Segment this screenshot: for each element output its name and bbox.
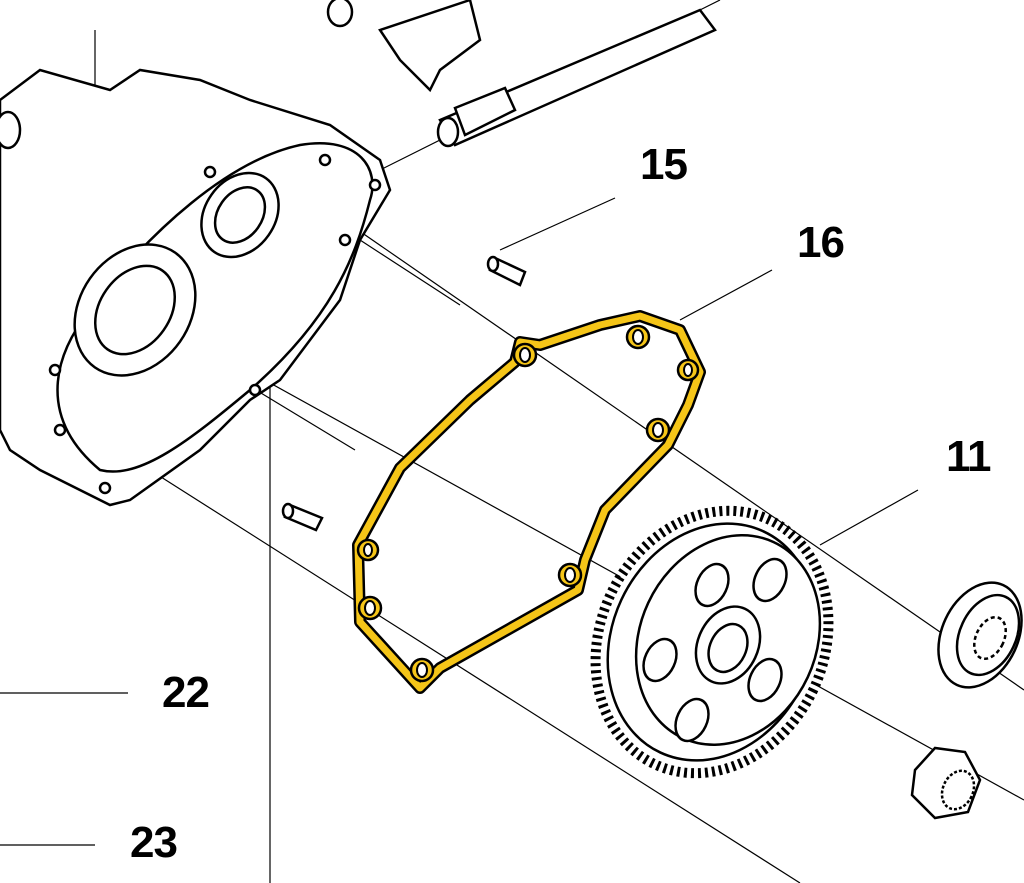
callout-16[interactable]: 16 bbox=[797, 218, 845, 267]
gasket-16[interactable] bbox=[352, 310, 706, 694]
callout-22[interactable]: 22 bbox=[162, 668, 210, 717]
callout-23[interactable]: 23 bbox=[130, 818, 178, 867]
gear-11[interactable] bbox=[553, 472, 870, 811]
dowel-pin-15[interactable] bbox=[486, 255, 527, 287]
crankcase-housing bbox=[0, 68, 392, 507]
nut[interactable] bbox=[910, 746, 982, 820]
shaft-assembly bbox=[326, 0, 717, 148]
bearing[interactable] bbox=[922, 569, 1024, 701]
dowel-pin[interactable] bbox=[281, 502, 324, 532]
callout-15[interactable]: 15 bbox=[640, 140, 688, 189]
callout-11[interactable]: 11 bbox=[946, 432, 992, 481]
